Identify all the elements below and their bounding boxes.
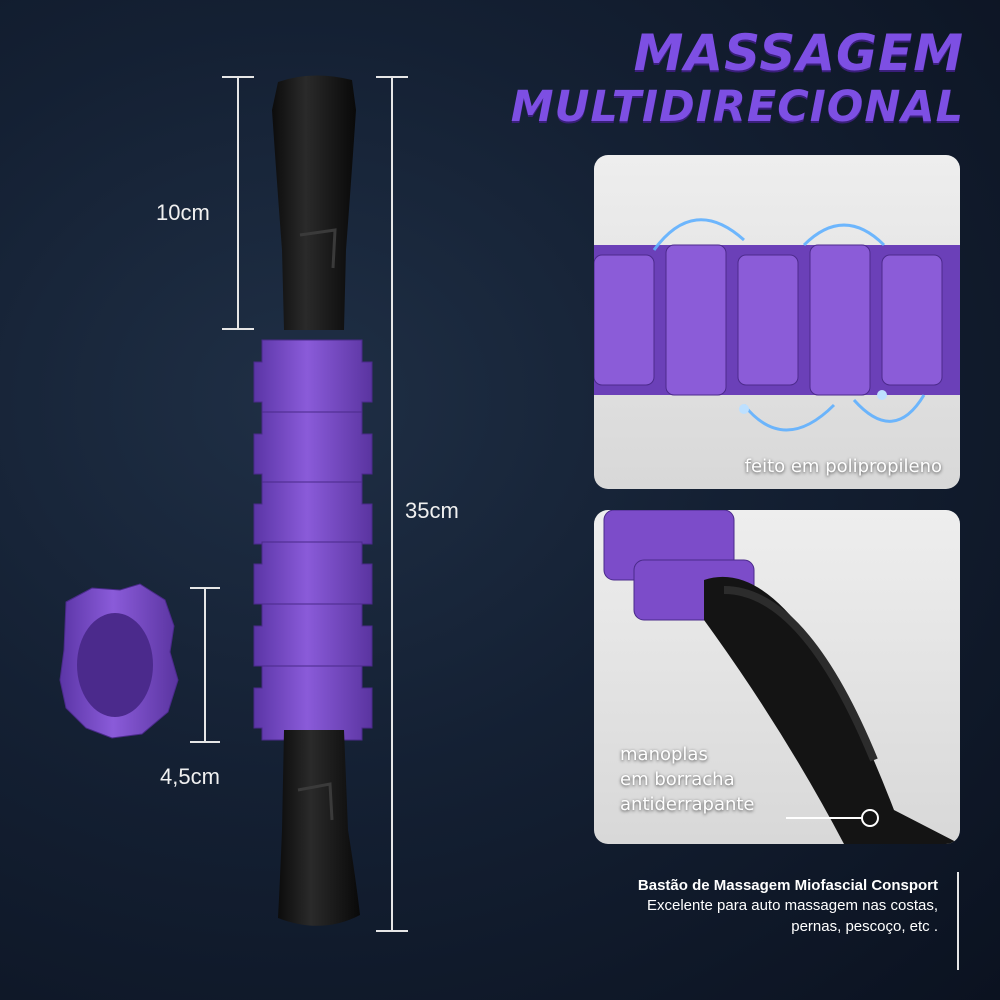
material-card: feito em polipropileno bbox=[594, 155, 960, 489]
caption-divider bbox=[957, 872, 959, 970]
product-caption: Bastão de Massagem Miofascial Consport E… bbox=[638, 876, 938, 937]
ring-dimension-label: 4,5cm bbox=[160, 764, 220, 789]
caption-title: Bastão de Massagem Miofascial Consport bbox=[637, 877, 938, 894]
material-label: feito em polipropileno bbox=[744, 456, 942, 477]
handle-dimension-line bbox=[237, 76, 239, 330]
caption-line-2: pernas, pescoço, etc . bbox=[791, 917, 938, 935]
total-dimension-line bbox=[391, 76, 393, 932]
grip-label: manoplas em borracha antiderrapante bbox=[620, 742, 755, 818]
total-dimension-label: 35cm bbox=[405, 498, 459, 523]
headline-line-1: MASSAGEM bbox=[633, 24, 964, 82]
grip-label-line-2: em borracha bbox=[620, 769, 735, 791]
ring-dimension-bottom-tick bbox=[190, 741, 220, 743]
grip-label-line-1: manoplas bbox=[620, 744, 708, 765]
headline-line-2: MULTIDIRECIONAL bbox=[510, 82, 964, 132]
headline: MASSAGEM MULTIDIRECIONAL bbox=[511, 28, 964, 129]
caption-line-1: Excelente para auto massagem nas costas, bbox=[647, 897, 938, 915]
grip-label-line-3: antiderrapante bbox=[620, 794, 755, 816]
roller-ring bbox=[59, 583, 179, 739]
handle-dimension-label: 10cm bbox=[156, 200, 210, 225]
total-dimension-bottom-tick bbox=[376, 930, 408, 932]
rubber-grip-closeup-image bbox=[603, 510, 960, 844]
handle-dimension-bottom-tick bbox=[222, 328, 254, 330]
grip-card: manoplas em borracha antiderrapante bbox=[594, 510, 960, 844]
ring-dimension-line bbox=[204, 587, 206, 743]
purple-roller-closeup-image bbox=[594, 218, 960, 432]
